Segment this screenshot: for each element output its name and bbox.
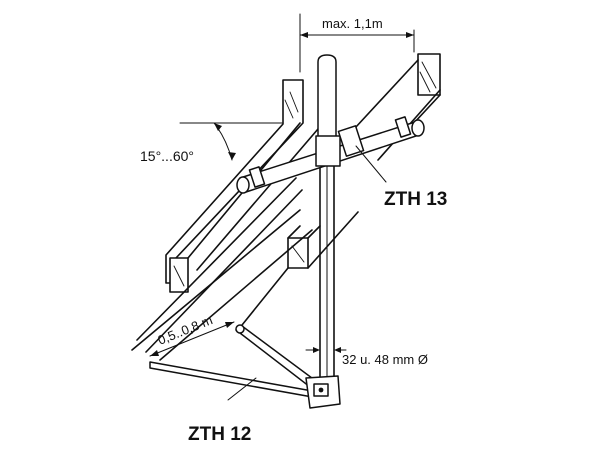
roof-edge — [145, 189, 303, 353]
leader-line — [355, 145, 387, 183]
angle-arrowhead — [214, 123, 222, 131]
clamp — [394, 116, 412, 138]
mast-top — [317, 54, 337, 153]
roof-edge — [237, 267, 289, 331]
antenna-mast — [317, 54, 337, 386]
roof-edge — [159, 229, 313, 361]
dimension-arrowhead — [300, 32, 308, 38]
roof-edge — [287, 225, 301, 239]
angle-indicator: 15°...60° — [140, 122, 283, 164]
base-bracket: ZTH 12 — [149, 324, 341, 445]
dimension-line — [149, 321, 235, 357]
dimension-arrowhead — [313, 347, 320, 353]
mast-clamp-block — [315, 135, 341, 167]
roof-edge — [307, 211, 359, 269]
base-bolt — [318, 387, 324, 393]
dimension-arrowhead — [406, 32, 414, 38]
grain — [289, 91, 299, 113]
max-width-label: max. 1,1m — [322, 16, 383, 31]
clamp — [248, 166, 266, 188]
cross-arm-end — [236, 176, 250, 194]
strut-spacing-label: 0,5..0,8 m — [156, 312, 215, 348]
dimension-arrowhead — [150, 350, 159, 356]
roof-edge — [196, 114, 331, 271]
grain — [419, 71, 431, 93]
max-width-dimension: max. 1,1m — [299, 13, 415, 73]
mast-diameter-label: 32 u. 48 mm Ø — [342, 352, 428, 367]
dimension-arrowhead — [225, 322, 234, 328]
zth12-label: ZTH 12 — [188, 424, 251, 445]
angle-arrowhead — [228, 152, 236, 160]
angle-range-label: 15°...60° — [140, 148, 194, 164]
grain — [421, 61, 437, 89]
clamp — [337, 125, 365, 157]
strut-bolt — [235, 324, 245, 334]
roof-edge — [131, 209, 301, 351]
rafter-left-upper — [165, 79, 304, 284]
roof-edge — [136, 177, 297, 341]
roof-edge — [307, 225, 321, 239]
cross-arm-end — [411, 119, 425, 137]
roof-rafters — [131, 53, 441, 361]
mast-diameter-dimension: 32 u. 48 mm Ø — [305, 347, 428, 367]
strut-spacing-dimension: 0,5..0,8 m — [149, 312, 235, 357]
grain — [173, 265, 185, 287]
grain — [284, 99, 294, 119]
cross-arm-clamp: ZTH 13 — [236, 116, 447, 210]
roof-edge — [354, 59, 419, 129]
grain — [291, 245, 305, 263]
leader-line — [227, 377, 257, 401]
zth13-label: ZTH 13 — [384, 189, 447, 210]
dimension-arrowhead — [334, 347, 341, 353]
